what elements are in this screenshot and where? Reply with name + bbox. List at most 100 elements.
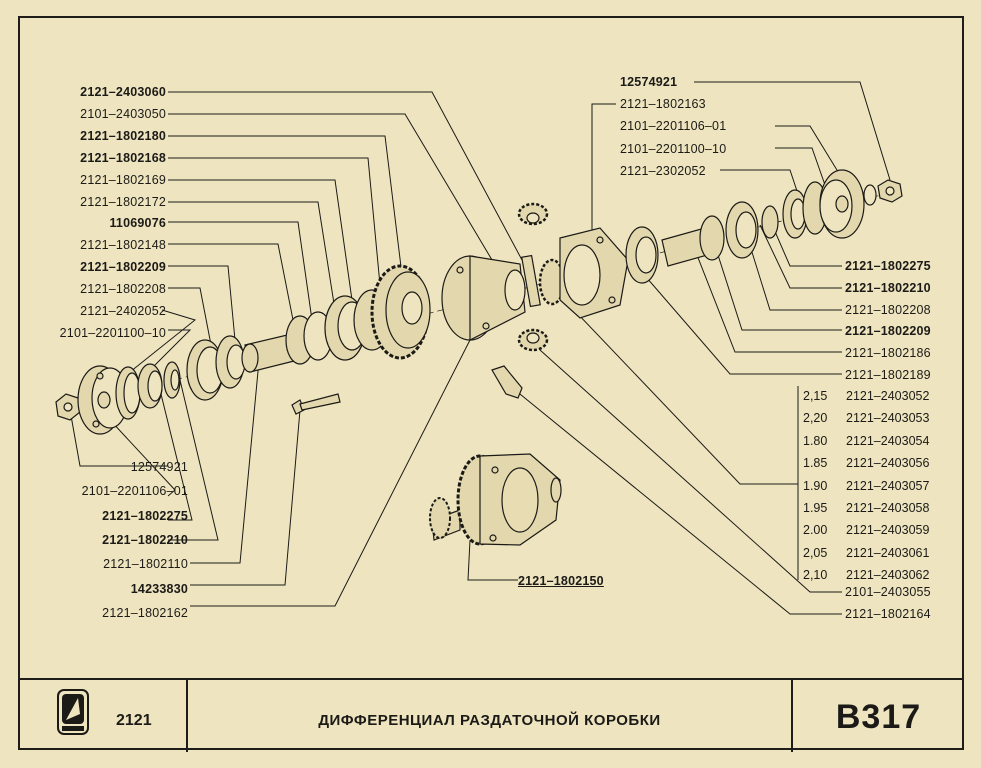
part-label: 2121–1802169 [80, 172, 166, 187]
sheet-border [18, 16, 964, 750]
shim-part-number: 2121–2403054 [846, 433, 930, 448]
part-label: 2121–1802210 [845, 280, 931, 295]
leader-line [190, 349, 261, 564]
sheet-number-cell: В317 [793, 680, 964, 752]
leader-line [769, 219, 842, 267]
leader-line [168, 113, 499, 271]
leader-line [539, 349, 842, 593]
leader-line [168, 135, 403, 276]
part-label: 2121–1802163 [620, 97, 706, 112]
part-label: 2121–1802180 [80, 128, 166, 143]
part-label: 2121–1802275 [102, 508, 188, 523]
left-bearing-drawing [186, 335, 246, 401]
part-label: 2101–2201106–01 [620, 119, 727, 134]
part-label: 2121–1802110 [103, 557, 188, 572]
bolt-drawing [291, 393, 341, 415]
leader-line [168, 179, 353, 301]
leader-line [69, 409, 168, 467]
part-label: 2121–1802210 [102, 532, 188, 547]
right-bearing-drawing [625, 226, 659, 284]
leader-line [467, 539, 518, 581]
part-label: 2121–1802208 [80, 282, 166, 297]
drive-gear-drawing [370, 264, 431, 360]
part-label: 2121–1802189 [845, 368, 931, 382]
shim-row: 2.00 2121–2403059 [800, 520, 960, 542]
leader-line [159, 389, 193, 521]
leader-line [168, 157, 381, 286]
shim-part-number: 2121–2403057 [846, 478, 930, 493]
leader-line [554, 289, 798, 485]
diff-case-right-drawing [559, 227, 629, 319]
leader-line [190, 339, 471, 607]
model-number: 2121 [116, 712, 152, 729]
sheet-number: В317 [835, 698, 922, 736]
part-label: 2101–2403050 [80, 106, 166, 121]
left-ring-drawing [147, 370, 163, 402]
shim-size: 2.00 [803, 523, 828, 538]
leader-line [109, 419, 176, 497]
shim-size: 2,20 [803, 411, 828, 426]
left-nut-drawing [55, 393, 81, 421]
title-cell: ДИФФЕРЕНЦИАЛ РАЗДАТОЧНОЙ КОРОБКИ [188, 680, 793, 752]
part-label: 2121–1802164 [845, 607, 931, 621]
shim-part-number: 2121–2403056 [846, 456, 930, 471]
part-label: 2121–2403060 [80, 85, 166, 99]
right-flange-drawing [819, 169, 865, 239]
leader-line [694, 81, 891, 181]
part-label: 2101–2201100–10 [620, 141, 727, 156]
shim-row: 2,10 2121–2403062 [800, 565, 960, 587]
part-label: 2101–2201106–01 [81, 484, 188, 499]
leader-line [168, 265, 236, 341]
leader-line [168, 287, 213, 351]
pinion-shaft-drawing [521, 254, 541, 308]
part-label: 2121–1802186 [845, 346, 931, 361]
satellite-gear-top-drawing [517, 202, 549, 226]
part-label: 2121–1802162 [102, 605, 188, 620]
part-label: 2121–2402052 [80, 304, 166, 318]
right-nut-drawing [863, 179, 903, 206]
part-label: 2121–1802209 [80, 260, 166, 275]
right-shaft-drawing [661, 215, 725, 267]
shim-part-number: 2121–2403059 [846, 523, 930, 538]
leader-line [168, 221, 313, 321]
right-ring-drawing [735, 211, 757, 249]
shim-row: 1.85 2121–2403056 [800, 453, 960, 475]
shim-size: 2,15 [803, 389, 828, 403]
part-label: 11069076 [109, 216, 166, 231]
leader-line [591, 103, 616, 230]
part-label: 2121–1802275 [845, 259, 931, 273]
leader-line [694, 249, 842, 353]
shim-row: 2,20 2121–2403053 [800, 408, 960, 430]
part-label: 2101–2201100–10 [59, 325, 166, 340]
lock-plate-drawing [491, 365, 523, 399]
part-label: 2121–1802148 [80, 238, 166, 253]
vaz-logo-icon [57, 689, 89, 735]
shim-size: 2,05 [803, 545, 828, 560]
shim-part-number: 2121–2403062 [846, 568, 930, 583]
model-cell: 2121 [18, 680, 188, 752]
leader-line [119, 309, 197, 381]
leader-line [514, 389, 842, 615]
leader-line [775, 147, 826, 186]
shim-size: 2,10 [803, 568, 828, 583]
leader-line [759, 224, 842, 289]
part-label: 2121–1802209 [845, 324, 931, 339]
right-ring-drawing [761, 205, 779, 239]
shim-row: 2,15 2121–2403052 [800, 386, 960, 408]
assembly-drawing [429, 453, 562, 546]
part-label: 2101–2403055 [845, 585, 931, 599]
part-label: 14233830 [130, 581, 188, 596]
shim-size: 1.85 [803, 456, 828, 471]
shim-part-number: 2121–2403053 [846, 411, 930, 426]
shim-part-number: 2121–2403058 [846, 501, 930, 515]
assembly-label: 2121–1802150 [518, 574, 604, 588]
satellite-gear-bottom-drawing [517, 328, 549, 352]
sheet-title: ДИФФЕРЕНЦИАЛ РАЗДАТОЧНОЙ КОРОБКИ [318, 712, 661, 729]
shim-part-number: 2121–2403052 [846, 389, 930, 403]
leader-line [190, 409, 301, 586]
